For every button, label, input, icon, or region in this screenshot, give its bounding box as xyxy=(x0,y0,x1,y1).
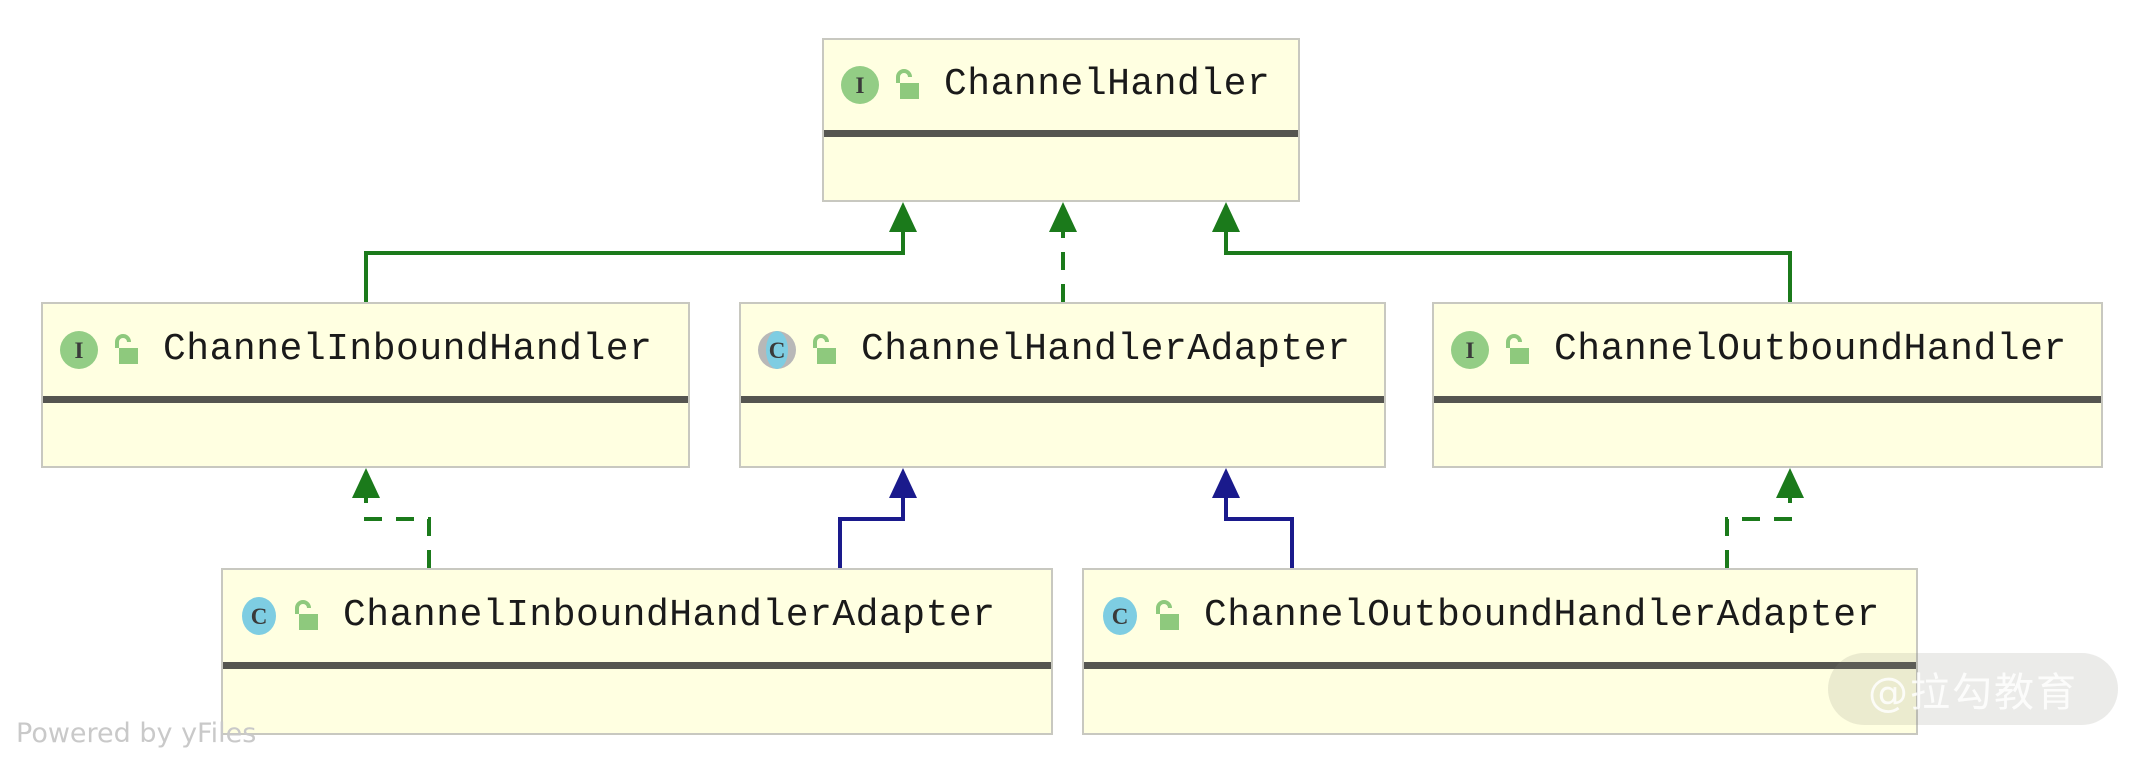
edge-outbound-adapter-extends-adapter xyxy=(1212,468,1294,568)
uml-node-channel-handler-adapter[interactable]: C ChannelHandlerAdapter xyxy=(739,302,1386,468)
node-title: ChannelHandler xyxy=(944,63,1271,106)
watermark-text: @拉勾教育 xyxy=(1868,670,2078,716)
interface-icon: I xyxy=(1448,328,1492,372)
node-title: ChannelOutboundHandlerAdapter xyxy=(1204,594,1880,637)
svg-text:I: I xyxy=(75,338,84,363)
node-title: ChannelOutboundHandler xyxy=(1554,328,2067,371)
unlocked-padlock-icon xyxy=(805,332,839,368)
node-members-compartment xyxy=(223,669,1051,733)
node-members-compartment xyxy=(824,137,1298,200)
node-members-compartment xyxy=(1434,403,2101,466)
unlocked-padlock-icon xyxy=(888,67,922,103)
svg-text:I: I xyxy=(856,73,865,98)
node-header: I ChannelHandler xyxy=(824,40,1298,130)
node-header: C ChannelHandlerAdapter xyxy=(741,304,1384,396)
edge-outbound-adapter-implements-outbound xyxy=(1725,468,1804,568)
edge-inbound-extends-handler xyxy=(364,202,917,302)
yfiles-credit-label: Powered by yFiles xyxy=(16,718,257,749)
abstract-class-icon: C xyxy=(755,328,799,372)
svg-text:I: I xyxy=(1466,338,1475,363)
edge-adapter-implements-handler xyxy=(1049,202,1077,302)
class-icon: C xyxy=(237,594,281,638)
interface-icon: I xyxy=(57,328,101,372)
node-divider xyxy=(223,662,1051,669)
interface-icon: I xyxy=(838,63,882,107)
node-header: C ChannelInboundHandlerAdapter xyxy=(223,570,1051,662)
unlocked-padlock-icon xyxy=(1498,332,1532,368)
node-header: C ChannelOutboundHandlerAdapter xyxy=(1084,570,1916,662)
node-divider xyxy=(741,396,1384,403)
svg-text:C: C xyxy=(251,604,268,629)
node-members-compartment xyxy=(741,403,1384,466)
svg-text:C: C xyxy=(769,338,786,363)
node-divider xyxy=(824,130,1298,137)
edge-inbound-adapter-extends-adapter xyxy=(838,468,917,568)
unlocked-padlock-icon xyxy=(107,332,141,368)
watermark-badge: @拉勾教育 xyxy=(1828,653,2118,725)
node-divider xyxy=(43,396,688,403)
node-header: I ChannelInboundHandler xyxy=(43,304,688,396)
node-members-compartment xyxy=(43,403,688,466)
uml-node-channel-inbound-handler[interactable]: I ChannelInboundHandler xyxy=(41,302,690,468)
node-divider xyxy=(1434,396,2101,403)
unlocked-padlock-icon xyxy=(287,598,321,634)
uml-node-channel-outbound-handler[interactable]: I ChannelOutboundHandler xyxy=(1432,302,2103,468)
edge-inbound-adapter-implements-inbound xyxy=(352,468,431,568)
uml-node-channel-inbound-handler-adapter[interactable]: C ChannelInboundHandlerAdapter xyxy=(221,568,1053,735)
uml-node-channel-handler[interactable]: I ChannelHandler xyxy=(822,38,1300,202)
node-members-compartment xyxy=(1084,669,1916,733)
svg-text:C: C xyxy=(1112,604,1129,629)
unlocked-padlock-icon xyxy=(1148,598,1182,634)
uml-node-channel-outbound-handler-adapter[interactable]: C ChannelOutboundHandlerAdapter xyxy=(1082,568,1918,735)
node-header: I ChannelOutboundHandler xyxy=(1434,304,2101,396)
node-title: ChannelHandlerAdapter xyxy=(861,328,1351,371)
edge-outbound-extends-handler xyxy=(1212,202,1792,302)
class-icon: C xyxy=(1098,594,1142,638)
node-title: ChannelInboundHandler xyxy=(163,328,653,371)
node-divider xyxy=(1084,662,1916,669)
node-title: ChannelInboundHandlerAdapter xyxy=(343,594,996,637)
